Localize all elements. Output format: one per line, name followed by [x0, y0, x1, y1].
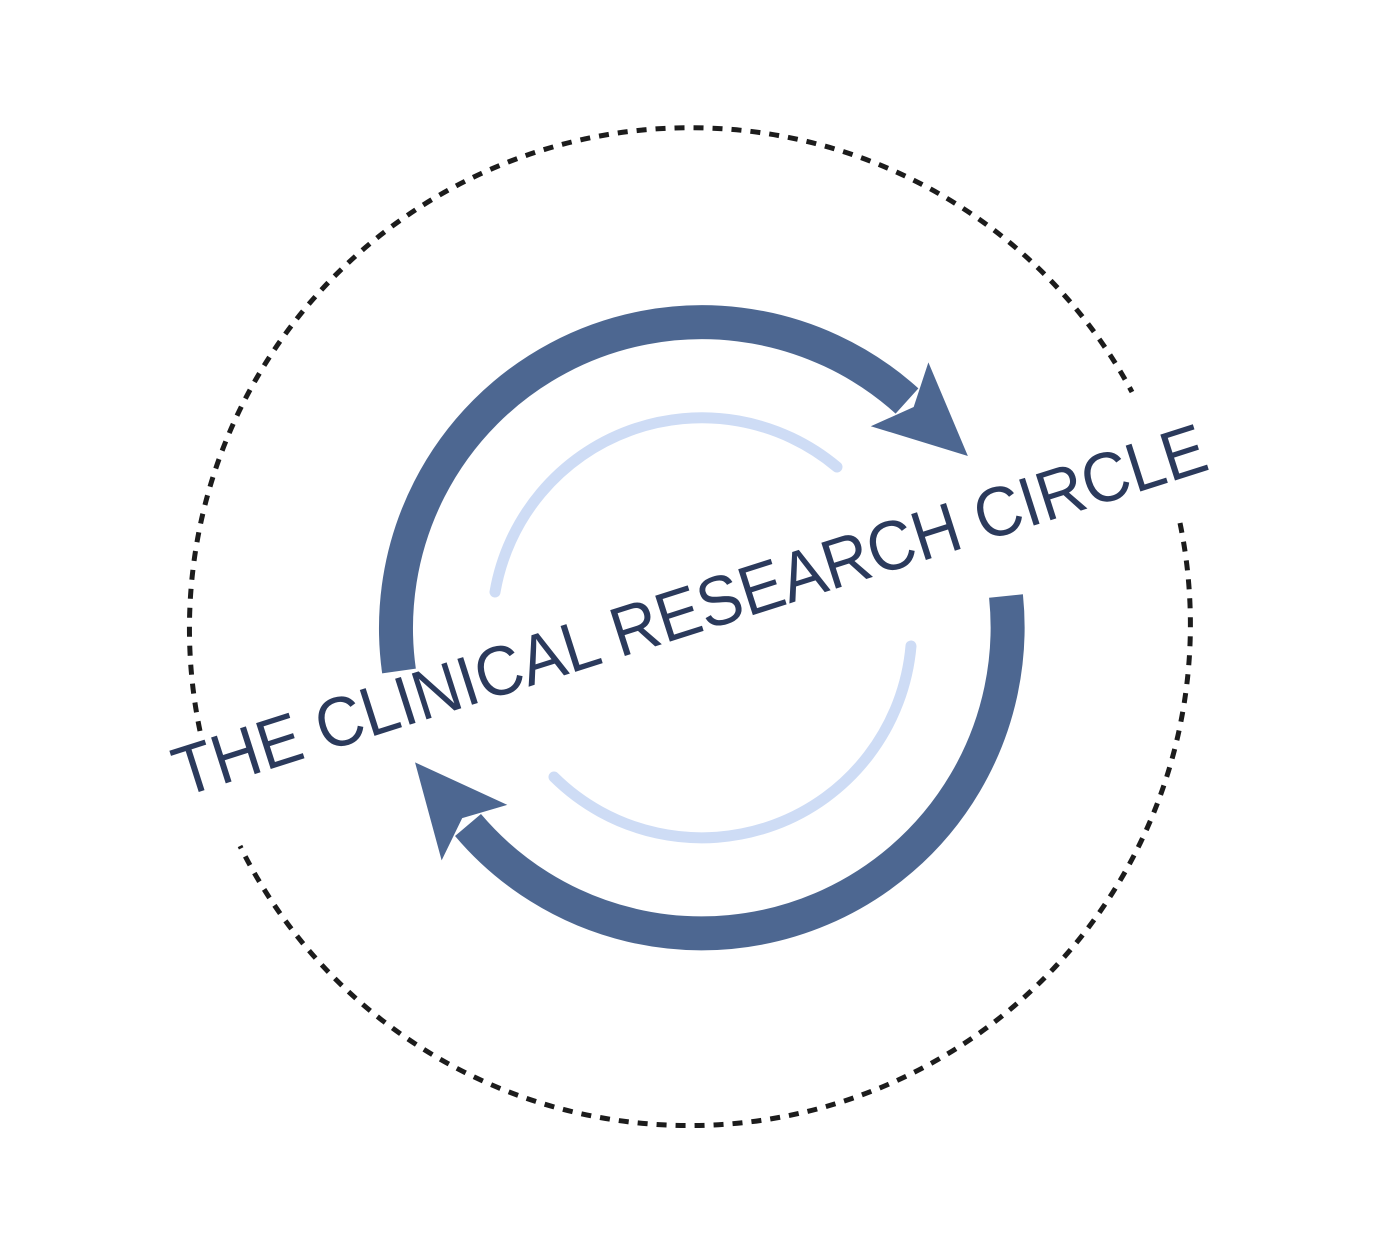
logo-wordmark: THE CLINICAL RESEARCH CIRCLE	[163, 409, 1216, 812]
dotted-orbit-arc-upper-left	[187, 125, 1135, 732]
inner-arc-top	[489, 412, 843, 598]
cycle-arrow-top-icon	[378, 305, 968, 674]
cycle-arrow-bottom-icon	[414, 594, 1025, 951]
dotted-orbit-arc-lower-right	[237, 522, 1193, 1129]
inner-arc-bottom	[548, 640, 917, 844]
